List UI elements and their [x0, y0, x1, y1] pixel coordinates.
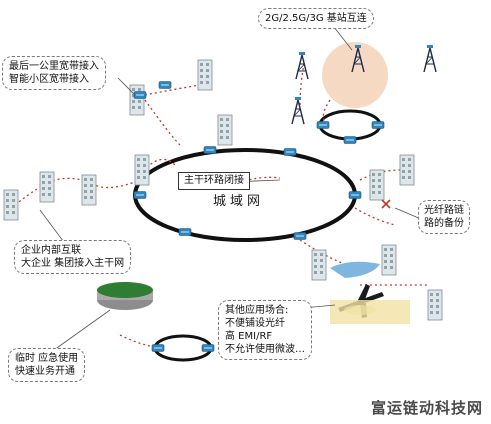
callout-temporary-line2: 快速业务开通: [15, 366, 75, 377]
water-area: [330, 261, 380, 278]
callout-other-line2: 不便铺设光纤: [225, 318, 285, 329]
building-cluster-left: [3, 171, 97, 221]
callout-fiber-backup-line1: 光纤路链: [424, 205, 464, 216]
callout-enterprise-line1: 企业内部互联: [21, 245, 81, 256]
callout-last-mile-line1: 最后一公里宽带接入: [9, 61, 99, 72]
building-cluster-top: [129, 59, 233, 186]
fiber-break-icon: [381, 199, 391, 209]
base-station-halo: [322, 42, 388, 108]
callout-enterprise-line2: 大企业 集团接入主干网: [21, 258, 125, 269]
metro-network-label: 城域网: [213, 194, 265, 209]
callout-base-station-text: 2G/2.5G/3G 基站互连: [265, 13, 367, 24]
callout-base-station: 2G/2.5G/3G 基站互连: [258, 8, 374, 29]
callout-other-line1: 其他应用场合:: [225, 305, 289, 316]
yellow-area: [330, 300, 410, 324]
callout-last-mile-line2: 智能小区宽带接入: [9, 74, 89, 85]
callout-last-mile: 最后一公里宽带接入 智能小区宽带接入: [2, 56, 106, 90]
callout-fiber-backup-line2: 路的备份: [424, 218, 464, 229]
callout-temporary: 临时 应急使用 快速业务开通: [8, 348, 86, 382]
callout-other-line3: 高 EMI/RF: [225, 331, 273, 342]
backbone-closed-label: 主干环路闭接: [178, 172, 250, 190]
stadium-icon: [97, 282, 153, 310]
callout-enterprise: 企业内部互联 大企业 集团接入主干网: [14, 240, 132, 274]
callout-fiber-backup: 光纤路链 路的备份: [418, 200, 470, 234]
callout-other-applications: 其他应用场合: 不便铺设光纤 高 EMI/RF 不允许使用微波…: [218, 300, 312, 360]
callout-temporary-line1: 临时 应急使用: [15, 353, 79, 364]
callout-other-line4: 不允许使用微波…: [225, 344, 305, 355]
watermark: 富运链动科技网: [370, 399, 483, 417]
